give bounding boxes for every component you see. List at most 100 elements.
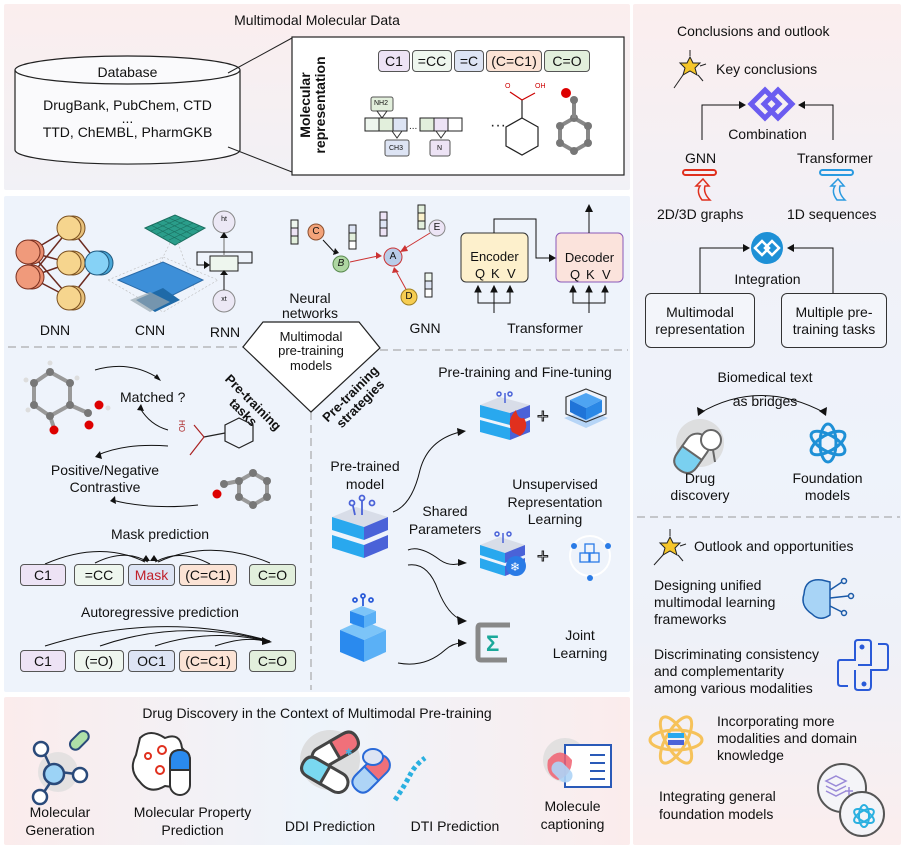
encoder-q: Q	[475, 266, 486, 281]
outlook-line: modalities and domain	[717, 729, 858, 746]
outlook-line: Designing unified	[654, 577, 762, 593]
drug-discovery-icon	[673, 419, 724, 475]
foundation-models-label: Foundation models	[780, 470, 875, 504]
multiple-pretraining-tasks-box: Multiple pre-training tasks	[781, 293, 887, 348]
auto-token: (C=C1)	[179, 650, 237, 672]
svg-text:✱: ✱	[345, 747, 353, 757]
outlook-title: Outlook and opportunities	[694, 538, 854, 554]
found-line2: models	[804, 486, 851, 503]
joint-learning-label: Joint Learning	[545, 627, 615, 662]
dnn-label: DNN	[39, 322, 71, 338]
ddi-pill-icon	[300, 730, 360, 794]
mask-token: C=O	[249, 564, 296, 586]
outlook-line: Integrating general	[659, 788, 776, 804]
molecular-data-title: Multimodal Molecular Data	[234, 12, 400, 28]
mask-arrows	[44, 549, 272, 647]
found-line1: Foundation	[792, 470, 863, 486]
box-left-line2: representation	[655, 320, 745, 337]
app-line2: Prediction	[161, 821, 224, 838]
mask-token-masked: Mask	[128, 564, 175, 586]
sigma-icon: Σ	[475, 622, 510, 663]
neural-networks-label: Neural networks	[280, 291, 340, 320]
auto-token: C1	[20, 650, 66, 672]
contrastive-label: Positive/Negative Contrastive	[30, 462, 180, 496]
decoder-k: K	[586, 267, 595, 282]
gnn-node-b: B	[337, 258, 345, 269]
app-line1: Molecular	[29, 804, 91, 820]
pretrained-model-label: Pre-trained model	[330, 458, 400, 493]
molecular-property-icon	[131, 732, 191, 796]
encoder-v: V	[507, 266, 516, 281]
shared-line1: Shared	[422, 503, 468, 519]
auto-token: (=O)	[74, 650, 124, 672]
dnn-icon	[15, 215, 114, 311]
rnn-input-label: xt	[221, 296, 227, 303]
neural-label-line1: Neural	[289, 290, 331, 306]
mask-token: C1	[20, 564, 66, 586]
decoder-q: Q	[570, 267, 581, 282]
outlook-line: multimodal learning	[654, 593, 776, 610]
gnn-label-right: GNN	[685, 150, 717, 166]
cnn-label: CNN	[134, 322, 166, 338]
outlook-sparkle-icon	[653, 529, 687, 566]
cnn-icon	[107, 214, 219, 313]
outlook-item: Integrating general foundation models	[659, 788, 776, 823]
outlook-item: Discriminating consistency and complemen…	[654, 646, 819, 696]
key-conclusions-title: Key conclusions	[716, 61, 818, 77]
app-line1: Molecular Property	[133, 804, 252, 820]
outlook-line: knowledge	[717, 746, 784, 763]
gnn-node-a: A	[389, 251, 397, 262]
unsup-line2: Representation	[507, 493, 603, 510]
app-molecular-generation: Molecular Generation	[10, 804, 110, 839]
outlook-line: Discriminating consistency	[654, 646, 819, 662]
box-right-line1: Multiple pre-	[795, 303, 873, 320]
svg-text:...: ...	[409, 121, 417, 132]
strategy-icons: + ❄ +	[332, 388, 611, 665]
conclusions-title: Conclusions and outlook	[677, 23, 830, 39]
pretrained-line1: Pre-trained	[330, 458, 400, 474]
outlook-line: frameworks	[654, 610, 727, 627]
drug-discovery-title: Drug Discovery in the Context of Multimo…	[142, 705, 492, 721]
shared-line2: Parameters	[408, 520, 482, 537]
svg-text:❄: ❄	[510, 560, 520, 574]
cube-icon	[564, 388, 608, 428]
box-right-line2: training tasks	[792, 320, 876, 337]
svg-text:+: +	[537, 546, 549, 568]
joint-line2: Learning	[552, 644, 608, 661]
python-icon	[837, 639, 889, 691]
auto-token: OC1	[128, 650, 175, 672]
database-cylinder-icon	[14, 36, 625, 176]
graph-sequence-icon: ... ···	[364, 88, 592, 157]
transformer-icon	[460, 204, 624, 313]
center-model-label: Multimodal pre-training models	[263, 329, 359, 373]
combination-label: Combination	[728, 126, 807, 142]
gnn-icon	[290, 204, 446, 306]
app-line2: captioning	[540, 815, 605, 832]
contrastive-line1: Positive/Negative	[50, 462, 160, 478]
encoder-k: K	[491, 266, 500, 281]
brain-circuit-icon	[802, 577, 855, 619]
application-icons: ✱	[31, 729, 612, 806]
combination-icon	[747, 86, 796, 122]
integration-icon	[751, 232, 783, 264]
atom-o: O	[505, 83, 511, 90]
gnn-node-c: C	[312, 226, 320, 237]
dti-pill-dna-icon: ✱	[345, 747, 427, 802]
joint-line1: Joint	[565, 627, 595, 643]
auto-token: C=O	[249, 650, 296, 672]
smiles-token: C1	[378, 50, 410, 72]
app-molecule-captioning: Molecule captioning	[520, 798, 625, 833]
decoder-v: V	[602, 267, 611, 282]
bridge-label-1: Biomedical text	[717, 369, 813, 385]
decoder-label: Decoder	[564, 250, 615, 265]
atom-oh: OH	[535, 83, 546, 90]
atom-model-icon	[648, 715, 704, 765]
frozen-model-icon: ❄	[480, 531, 526, 576]
pyramid-model-icon	[340, 593, 386, 662]
rnn-output-label: ht	[221, 216, 227, 223]
openai-foundation-icon	[809, 422, 847, 464]
graphs-label: 2D/3D graphs	[657, 206, 744, 222]
task-molecules-icon	[23, 360, 271, 509]
